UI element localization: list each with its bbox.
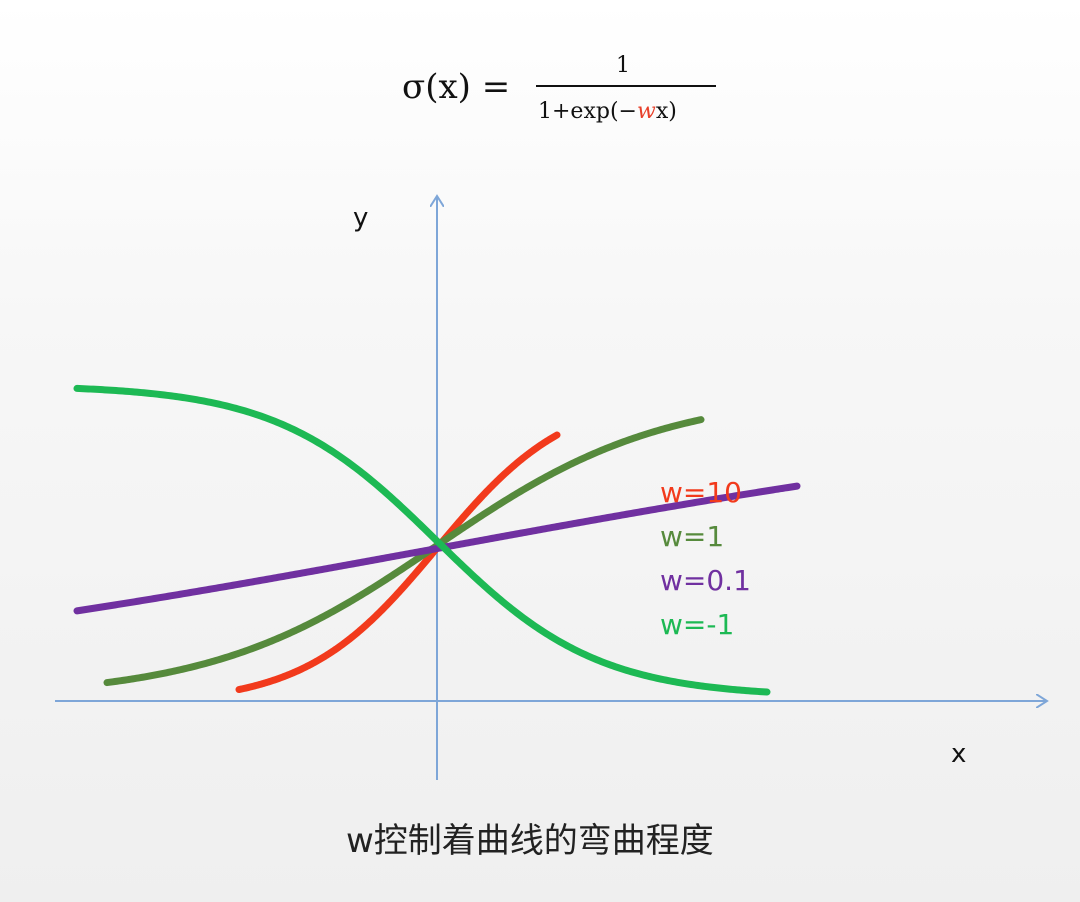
legend-item-w-neg1: w=-1 bbox=[660, 608, 734, 641]
curve-w-1 bbox=[103, 416, 705, 687]
legend-item-w1: w=1 bbox=[660, 520, 724, 553]
formula-den-suffix: x) bbox=[656, 99, 677, 124]
formula: σ(x) = 1 1+exp(−wx) bbox=[402, 53, 716, 124]
curve-w-1 bbox=[73, 384, 771, 696]
x-axis-label: x bbox=[951, 739, 966, 769]
y-axis-label: y bbox=[353, 203, 368, 233]
curves bbox=[73, 384, 801, 696]
legend-item-w10: w=10 bbox=[660, 476, 742, 509]
curve-w-10 bbox=[235, 431, 561, 694]
legend: w=10 w=1 w=0.1 w=-1 bbox=[660, 476, 751, 641]
curve-w-0-1 bbox=[73, 482, 801, 615]
formula-den-prefix: 1+exp(− bbox=[538, 99, 637, 124]
formula-numerator: 1 bbox=[616, 53, 630, 78]
formula-den-param: w bbox=[637, 99, 656, 124]
formula-denominator: 1+exp(−wx) bbox=[538, 99, 677, 124]
caption: w控制着曲线的弯曲程度 bbox=[346, 821, 714, 861]
formula-lhs: σ(x) = bbox=[402, 67, 510, 107]
legend-item-w0-1: w=0.1 bbox=[660, 564, 751, 597]
